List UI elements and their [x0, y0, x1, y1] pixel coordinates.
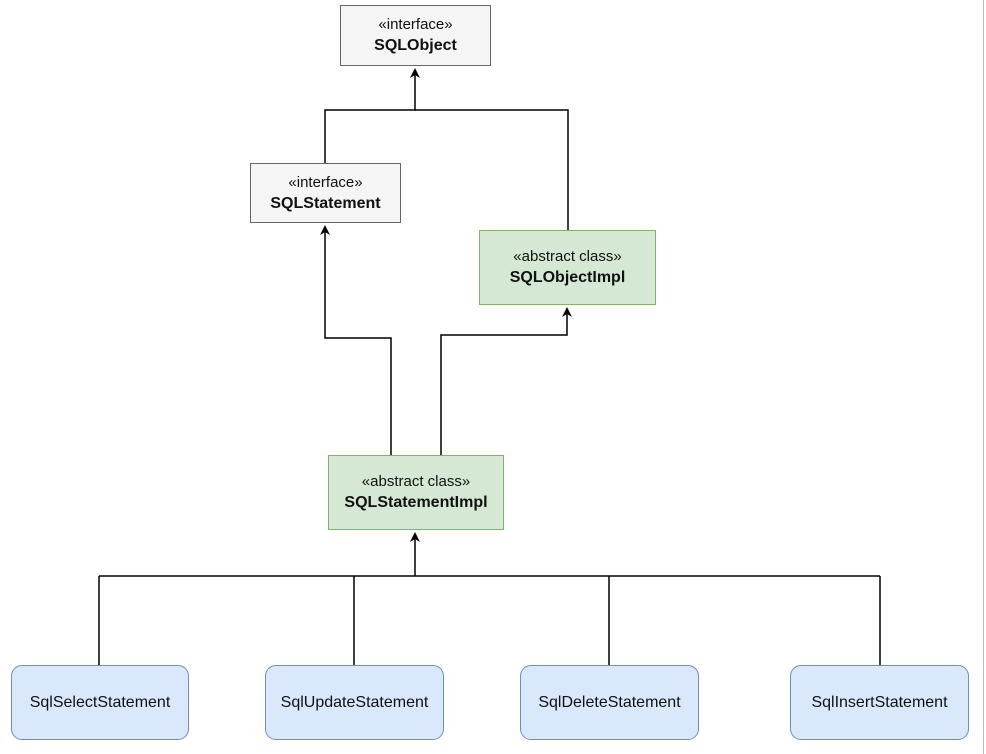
node-sqlobject[interactable]: «interface» SQLObject [340, 5, 491, 66]
node-sqlinsertstatement[interactable]: SqlInsertStatement [790, 665, 969, 740]
node-sqlselectstatement[interactable]: SqlSelectStatement [11, 665, 189, 740]
sqldeletestatement-name: SqlDeleteStatement [538, 693, 681, 711]
sqlinsertstatement-name: SqlInsertStatement [811, 693, 948, 711]
page-edge-divider [983, 0, 984, 754]
sqlstatementimpl-name: SQLStatementImpl [344, 494, 488, 511]
sqlselectstatement-name: SqlSelectStatement [29, 693, 171, 711]
sqlobject-stereotype: «interface» [378, 16, 453, 33]
node-sqlupdatestatement[interactable]: SqlUpdateStatement [265, 665, 444, 740]
edge-sqlstatementimpl-to-sqlobjectimpl [440, 307, 572, 455]
sqlstatementimpl-stereotype: «abstract class» [361, 473, 471, 490]
node-sqldeletestatement[interactable]: SqlDeleteStatement [520, 665, 699, 740]
node-sqlstatement[interactable]: «interface» SQLStatement [250, 163, 401, 223]
sqlobjectimpl-name: SQLObjectImpl [509, 269, 626, 286]
edge-sqlstatementimpl-to-sqlstatement [320, 225, 392, 455]
node-sqlobjectimpl[interactable]: «abstract class» SQLObjectImpl [479, 230, 656, 305]
sqlstatement-name: SQLStatement [270, 194, 381, 212]
sqlobject-name: SQLObject [374, 37, 457, 54]
sqlobjectimpl-stereotype: «abstract class» [513, 248, 622, 265]
sqlupdatestatement-name: SqlUpdateStatement [280, 693, 429, 711]
edge-sqlobjectimpl-to-sqlobject [415, 109, 569, 230]
node-sqlstatementimpl[interactable]: «abstract class» SQLStatementImpl [328, 455, 504, 530]
sqlstatement-stereotype: «interface» [288, 173, 363, 191]
edge-sqlstatement-to-sqlobject [324, 68, 420, 163]
